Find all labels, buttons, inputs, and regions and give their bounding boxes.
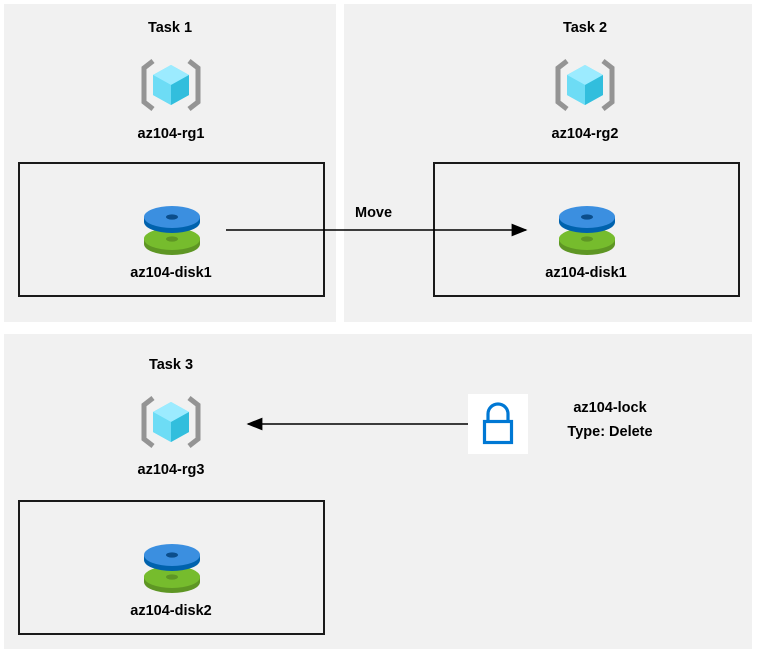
resource-group-icon <box>553 53 617 117</box>
lock-icon <box>482 402 514 445</box>
task-2-title: Task 2 <box>562 20 608 36</box>
task-1-resource-group-label: az104-rg1 <box>137 126 205 142</box>
task-3-title: Task 3 <box>148 357 194 373</box>
lock-arrow <box>246 417 468 431</box>
task-2-resource-group-label: az104-rg2 <box>551 126 619 142</box>
managed-disk-icon-svg <box>144 544 200 593</box>
managed-disk-icon-svg <box>559 206 615 255</box>
task-2-resource-label: az104-disk1 <box>545 265 627 281</box>
managed-disk-icon-svg <box>144 206 200 255</box>
cube-shape <box>153 402 189 442</box>
task-1-resource-label: az104-disk1 <box>130 265 212 281</box>
resource-lock-icon-tile <box>468 394 528 454</box>
resource-group-icon <box>139 53 203 117</box>
managed-disk-icon <box>141 198 203 258</box>
move-connector-label: Move <box>355 205 393 221</box>
cube-shape <box>153 65 189 105</box>
disk-top <box>144 544 200 571</box>
task-3-resource-group-label: az104-rg3 <box>137 462 205 478</box>
resource-group-icon-svg <box>141 59 201 111</box>
disk-bottom <box>144 566 200 593</box>
disk-top <box>559 206 615 233</box>
lock-name-label: az104-lock <box>573 400 647 416</box>
task-1-title: Task 1 <box>147 20 193 36</box>
cube-shape <box>567 65 603 105</box>
lock-type-label: Type: Delete <box>567 424 653 440</box>
disk-bottom <box>559 228 615 255</box>
managed-disk-icon <box>556 198 618 258</box>
resource-group-icon <box>139 390 203 454</box>
managed-disk-icon <box>141 536 203 596</box>
task-3-resource-label: az104-disk2 <box>130 603 212 619</box>
resource-group-icon-svg <box>555 59 615 111</box>
resource-group-icon-svg <box>141 396 201 448</box>
move-arrow <box>226 223 528 237</box>
disk-top <box>144 206 200 233</box>
disk-bottom <box>144 228 200 255</box>
